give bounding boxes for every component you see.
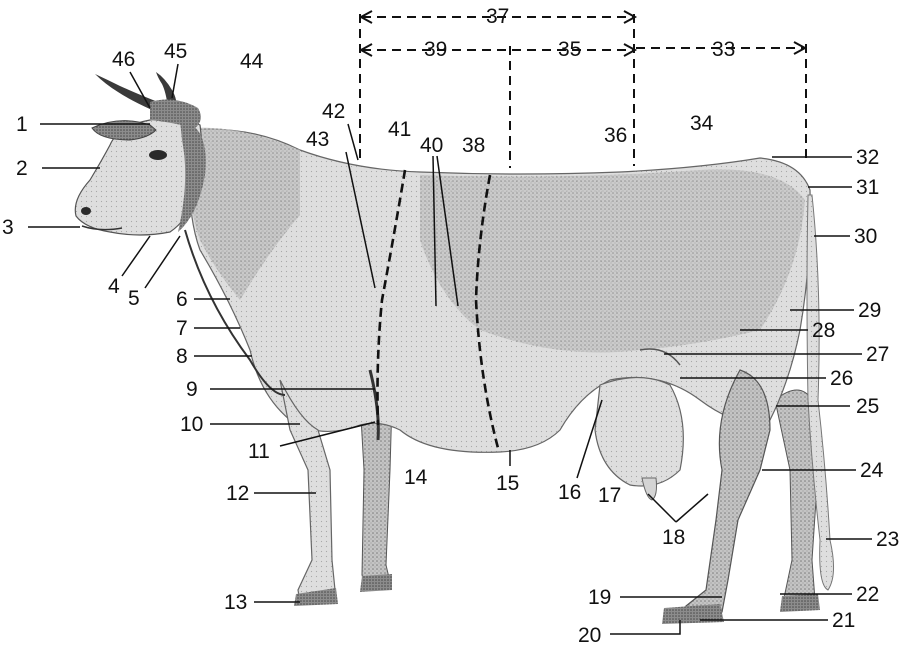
leader-4 — [122, 236, 150, 276]
label-20: 20 — [578, 624, 601, 647]
near-hind-leg — [686, 370, 770, 620]
label-27: 27 — [866, 343, 889, 366]
leader-5 — [145, 236, 180, 288]
label-26: 26 — [830, 367, 853, 390]
hoof-far-fore — [360, 574, 392, 592]
label-10: 10 — [180, 413, 203, 436]
cow-teat — [642, 478, 657, 500]
label-22: 22 — [856, 583, 879, 606]
label-13: 13 — [224, 591, 247, 614]
label-28: 28 — [812, 319, 835, 342]
label-21: 21 — [832, 609, 855, 632]
hoof-near-hind — [662, 604, 724, 624]
label-8: 8 — [176, 345, 188, 368]
cow-silhouette — [75, 72, 833, 624]
label-4: 4 — [108, 275, 120, 298]
label-29: 29 — [858, 299, 881, 322]
dim-33-arrow-right — [794, 42, 805, 54]
label-3: 3 — [2, 216, 14, 239]
label-7: 7 — [176, 317, 188, 340]
label-2: 2 — [16, 157, 28, 180]
label-24: 24 — [860, 459, 884, 482]
label-1: 1 — [16, 113, 28, 136]
label-36: 36 — [604, 124, 627, 147]
label-31: 31 — [856, 176, 879, 199]
label-45: 45 — [164, 40, 187, 63]
label-32: 32 — [856, 146, 879, 169]
label-30: 30 — [854, 225, 877, 248]
hoof-far-hind — [780, 594, 820, 612]
label-6: 6 — [176, 288, 188, 311]
label-18: 18 — [662, 526, 685, 549]
label-43: 43 — [306, 128, 329, 151]
label-14: 14 — [404, 466, 428, 489]
label-39: 39 — [424, 38, 447, 61]
label-25: 25 — [856, 395, 879, 418]
label-37: 37 — [486, 5, 509, 28]
leader-45 — [172, 64, 178, 98]
label-5: 5 — [128, 287, 140, 310]
label-40: 40 — [420, 134, 443, 157]
label-9: 9 — [186, 378, 198, 401]
label-41: 41 — [388, 118, 411, 141]
leader-18b — [676, 494, 708, 522]
label-34: 34 — [690, 112, 714, 135]
cow-nostril — [81, 207, 91, 215]
label-16: 16 — [558, 481, 581, 504]
label-15: 15 — [496, 472, 519, 495]
label-33: 33 — [712, 38, 735, 61]
label-35: 35 — [558, 38, 581, 61]
label-23: 23 — [876, 528, 899, 551]
label-46: 46 — [112, 48, 135, 71]
far-fore-leg — [360, 400, 392, 590]
label-11: 11 — [248, 440, 270, 463]
leader-42 — [348, 124, 358, 160]
label-12: 12 — [226, 482, 249, 505]
leader-18a — [648, 494, 676, 522]
cow-eye — [149, 150, 167, 160]
label-17: 17 — [598, 484, 621, 507]
cow-udder — [595, 378, 683, 487]
label-44: 44 — [240, 50, 264, 73]
label-38: 38 — [462, 134, 485, 157]
label-42: 42 — [322, 100, 345, 123]
label-19: 19 — [588, 586, 611, 609]
